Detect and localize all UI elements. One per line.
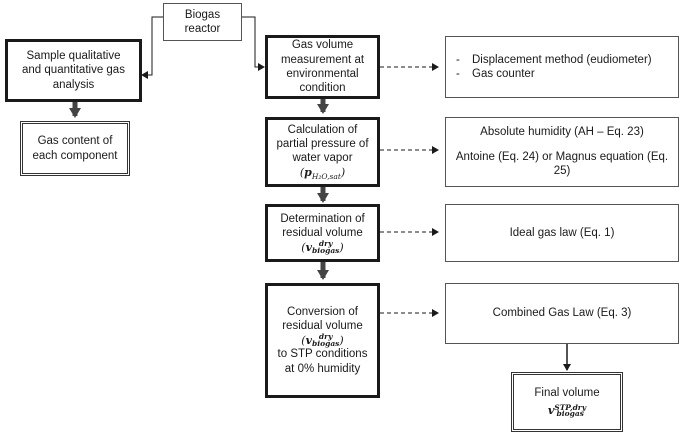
conversion-v-symbol: v <box>305 333 312 347</box>
biogas-reactor-label: Biogas reactor <box>184 8 221 35</box>
reactor-to-analysis-arrow <box>141 16 163 79</box>
sample-analysis-label: Sample qualitative and quantitative gas … <box>22 49 125 91</box>
v-subscript: biogas <box>311 245 340 255</box>
gas-content-label: Gas content of each component <box>32 135 118 162</box>
gas-volume-box: Gas volume measurement at environmental … <box>265 35 380 99</box>
combined-gas-label: Combined Gas Law (Eq. 3) <box>492 307 632 320</box>
biogas-reactor-box: Biogas reactor <box>163 3 242 41</box>
p-subscript: H₂O,sat <box>311 171 341 181</box>
conversion-v-superscript: dry <box>318 331 333 341</box>
final-v-symbol: v <box>547 404 555 418</box>
v-symbol: v <box>305 240 312 254</box>
final-v-superscript: STP,dry <box>554 402 587 412</box>
humidity-line-1: Absolute humidity (AH – Eq. 23) <box>480 126 644 139</box>
residual-volume-label: Determination of residual volume <box>280 212 365 240</box>
partial-pressure-box: Calculation of partial pressure of water… <box>265 117 380 187</box>
humidity-box: Absolute humidity (AH – Eq. 23) Antoine … <box>445 117 679 187</box>
method-item-2: Gas counter <box>456 67 535 81</box>
gas-volume-label: Gas volume measurement at environmental … <box>280 39 365 95</box>
final-v-subscript: biogas <box>556 409 584 419</box>
conversion-label-pre: Conversion of residual volume <box>282 305 363 333</box>
conversion-v-subscript: biogas <box>311 338 340 348</box>
v-superscript: dry <box>318 238 333 248</box>
ideal-gas-label: Ideal gas law (Eq. 1) <box>509 226 615 239</box>
p-symbol: p <box>304 165 312 179</box>
reactor-to-volume-arrow <box>242 16 265 71</box>
partial-pressure-formula: (pH₂O,sat) <box>299 165 346 181</box>
final-volume-label: Final volume <box>534 386 600 399</box>
conversion-label-post: to STP conditions at 0% humidity <box>277 348 368 375</box>
combined-gas-box: Combined Gas Law (Eq. 3) <box>445 283 679 344</box>
method-item-1: Displacement method (eudiometer) <box>456 53 652 67</box>
measurement-methods-box: Displacement method (eudiometer) Gas cou… <box>445 36 679 98</box>
partial-pressure-label: Calculation of partial pressure of water… <box>276 123 369 165</box>
humidity-line-2: Antoine (Eq. 24) or Magnus equation (Eq.… <box>455 150 669 178</box>
sample-analysis-box: Sample qualitative and quantitative gas … <box>5 39 142 102</box>
ideal-gas-box: Ideal gas law (Eq. 1) <box>445 204 679 262</box>
gas-content-box: Gas content of each component <box>20 121 130 176</box>
